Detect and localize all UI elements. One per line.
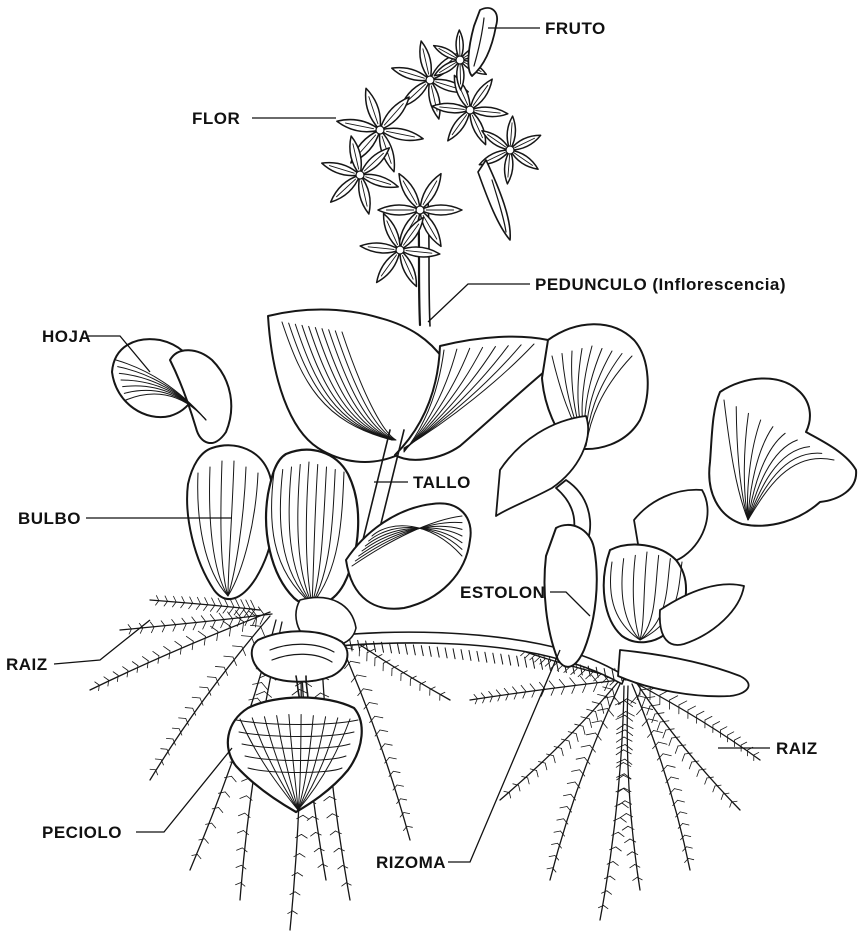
label-raiz-left: RAIZ [6,655,48,674]
label-estolon: ESTOLON [460,583,545,602]
label-flor: FLOR [192,109,240,128]
inflorescence-illustration [322,8,541,326]
label-pedunculo: PEDUNCULO (Inflorescencia) [535,275,786,294]
label-bulbo: BULBO [18,509,81,528]
right-plant-illustration [496,324,856,696]
label-rizoma: RIZOMA [376,853,446,872]
label-fruto: FRUTO [545,19,606,38]
label-peciolo: PECIOLO [42,823,122,842]
label-raiz-right: RAIZ [776,739,818,758]
label-hoja: HOJA [42,327,91,346]
label-tallo: TALLO [413,473,471,492]
